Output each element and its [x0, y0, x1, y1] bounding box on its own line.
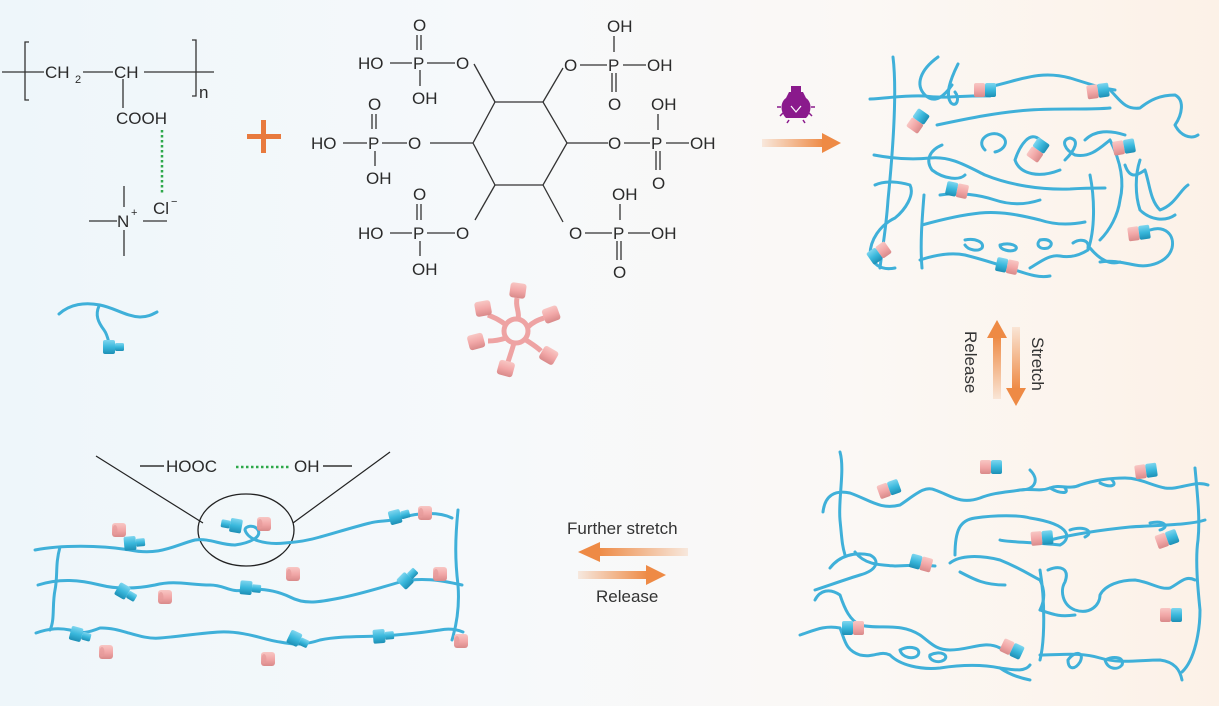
chloride-label: Cl	[153, 199, 169, 218]
hydrogen-bond-zoom-callout: HOOC OH	[95, 451, 391, 567]
nitrogen-label: N	[117, 212, 129, 231]
oxygen-label: O	[413, 185, 426, 204]
repeat-unit-n: n	[199, 83, 208, 102]
reaction-arrow	[762, 133, 841, 153]
further-stretch-release-horizontal: Further stretch Release	[567, 519, 688, 606]
hooc-label: HOOC	[166, 457, 217, 476]
oxygen-label: O	[613, 263, 626, 282]
oxygen-label: O	[608, 95, 621, 114]
hydrogel-network-further-stretched	[33, 506, 468, 666]
hydroxyl-label: HO	[358, 224, 384, 243]
release-vertical-label: Release	[961, 331, 980, 393]
phosphorus-label: P	[651, 134, 662, 153]
ch-label: CH	[114, 63, 139, 82]
further-stretch-label: Further stretch	[567, 519, 678, 538]
oxygen-label: O	[408, 134, 421, 153]
oxygen-label: O	[652, 174, 665, 193]
oxygen-label: O	[456, 54, 469, 73]
polymer-chain-icon	[57, 302, 159, 354]
phosphorus-label: P	[413, 224, 424, 243]
hydroxyl-label: OH	[607, 17, 633, 36]
stretch-label: Stretch	[1028, 337, 1047, 391]
oxygen-label: O	[564, 56, 577, 75]
hydroxyl-label: HO	[358, 54, 384, 73]
hydroxyl-label: HO	[311, 134, 337, 153]
oh-label: OH	[294, 457, 320, 476]
phytic-acid-structure: HO P O O OH O P OH OH O HO P O O OH O P …	[311, 16, 716, 282]
hydroxyl-label: OH	[647, 56, 673, 75]
hydroxyl-label: OH	[651, 95, 677, 114]
hydroxyl-label: OH	[366, 169, 392, 188]
phosphorus-label: P	[368, 134, 379, 153]
hydroxyl-label: OH	[612, 185, 638, 204]
hydroxyl-label: OH	[651, 224, 677, 243]
phosphorus-label: P	[613, 224, 624, 243]
ch2-label: CH	[45, 63, 70, 82]
oxygen-label: O	[569, 224, 582, 243]
hydroxyl-label: OH	[412, 260, 438, 279]
hydrogel-network-relaxed	[865, 55, 1200, 279]
hydroxyl-label: OH	[412, 89, 438, 108]
oxygen-label: O	[456, 224, 469, 243]
plus-sign	[247, 120, 281, 153]
oxygen-label: O	[368, 95, 381, 114]
oxygen-label: O	[413, 16, 426, 35]
light-bulb-icon	[777, 86, 815, 124]
hydroxyl-label: OH	[690, 134, 716, 153]
chloride-charge: −	[171, 196, 177, 208]
polyacrylic-acid-structure: CH 2 CH n COOH Cl − N +	[2, 39, 214, 256]
nitrogen-charge: +	[131, 207, 137, 219]
phosphorus-label: P	[413, 54, 424, 73]
hydrogel-network-stretched	[798, 450, 1210, 682]
stretch-release-vertical: Release Stretch	[961, 320, 1047, 406]
oxygen-label: O	[608, 134, 621, 153]
cooh-label: COOH	[116, 109, 167, 128]
phytic-acid-star-icon	[467, 282, 561, 378]
release-horizontal-label: Release	[596, 587, 658, 606]
phosphorus-label: P	[608, 56, 619, 75]
ch2-subscript: 2	[75, 74, 81, 86]
